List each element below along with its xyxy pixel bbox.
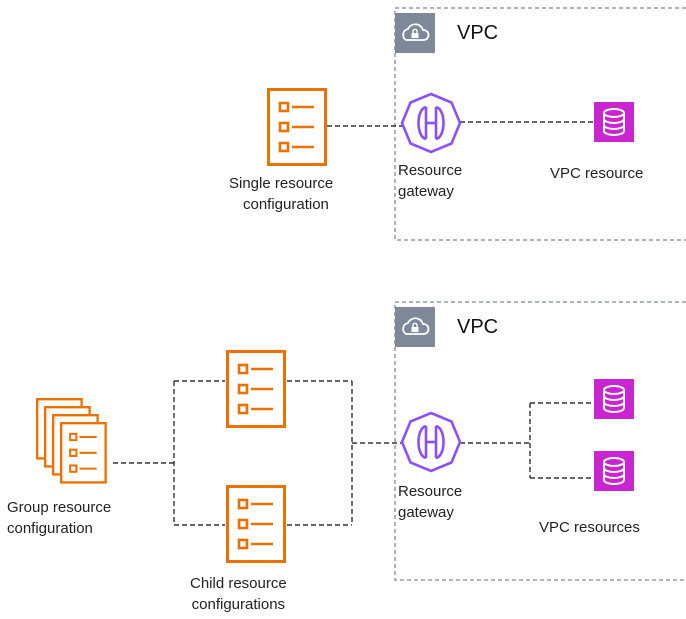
vpc-icon — [394, 306, 436, 348]
vpc-resource-label: VPC resource — [550, 165, 644, 182]
child-config-label-line2: configurations — [191, 596, 286, 613]
single-resource-configuration-icon — [267, 88, 327, 166]
vpc-boundary-bottom — [394, 301, 686, 581]
child-resource-configurations-label: Child resource configurations — [190, 573, 287, 615]
group-resource-configuration-label: Group resource configuration — [7, 497, 111, 539]
gateway-label-line2: gateway — [398, 504, 454, 521]
resource-gateway-icon — [400, 92, 462, 154]
resource-gateway-label-top: Resource gateway — [398, 160, 462, 202]
single-config-label-line2: configuration — [243, 196, 329, 213]
database-icon — [593, 450, 635, 492]
connector-lines — [113, 380, 594, 526]
group-config-label-line1: Group resource — [7, 499, 112, 516]
group-config-label-line2: configuration — [7, 520, 93, 537]
gateway-label-line2: gateway — [398, 183, 454, 200]
gateway-label-line1: Resource — [398, 162, 463, 179]
database-icon — [593, 378, 635, 420]
resource-gateway-icon — [400, 411, 462, 473]
group-resource-configuration-icon — [35, 397, 107, 484]
child-resource-configuration-icon — [226, 485, 286, 563]
child-config-label-line1: Child resource — [190, 575, 287, 592]
vpc-icon — [394, 12, 436, 54]
resource-gateway-label-bottom: Resource gateway — [398, 481, 462, 523]
single-config-label-line1: Single resource — [229, 175, 334, 192]
vpc-label-top: VPC — [457, 22, 499, 44]
vpc-resources-label: VPC resources — [539, 519, 640, 536]
vpc-boundary-top — [394, 7, 686, 241]
single-resource-configuration-label: Single resource configuration — [229, 173, 333, 215]
database-icon — [593, 101, 635, 143]
child-resource-configuration-icon — [226, 350, 286, 428]
vpc-label-bottom: VPC — [457, 316, 499, 338]
gateway-label-line1: Resource — [398, 483, 463, 500]
